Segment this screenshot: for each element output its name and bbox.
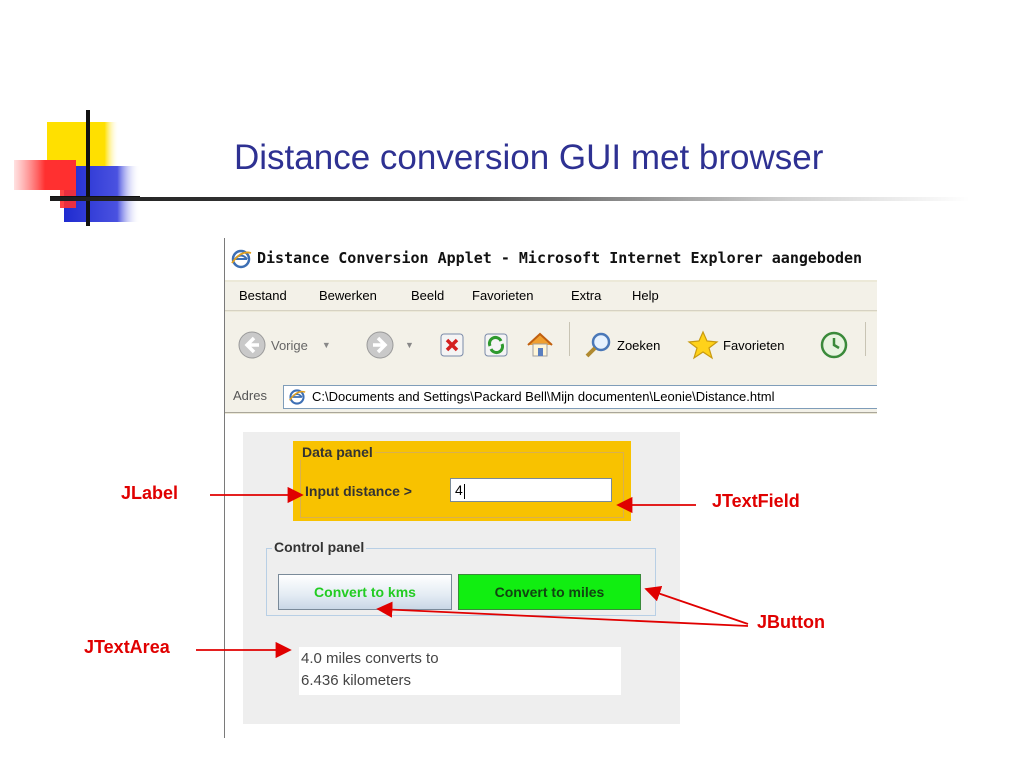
history-icon	[820, 331, 848, 359]
favorites-label: Favorieten	[723, 337, 785, 353]
favorites-button[interactable]: Favorieten	[687, 330, 784, 360]
browser-window: Distance Conversion Applet - Microsoft I…	[224, 238, 877, 738]
back-label: Vorige	[271, 337, 308, 353]
dropdown-arrow-icon[interactable]: ▼	[321, 340, 331, 350]
jtextfield-annotation: JTextField	[712, 491, 800, 511]
output-line: 6.436 kilometers	[301, 672, 412, 689]
data-panel: Data panel Input distance > 4	[293, 441, 631, 521]
text-caret	[463, 483, 465, 499]
convert-to-miles-button[interactable]: Convert to miles	[458, 574, 641, 610]
convert-to-kms-button[interactable]: Convert to kms	[278, 574, 452, 610]
refresh-button[interactable]	[483, 332, 509, 358]
refresh-icon	[484, 333, 508, 357]
distance-input[interactable]: 4	[450, 478, 612, 502]
jbutton-arrow-kms	[376, 601, 749, 627]
control-panel-title: Control panel	[272, 539, 367, 555]
window-titlebar: Distance Conversion Applet - Microsoft I…	[225, 238, 877, 280]
toolbar-separator	[865, 322, 866, 356]
stop-icon	[440, 333, 464, 357]
jtextarea-annotation: JTextArea	[84, 637, 170, 657]
output-text-area[interactable]: 4.0 miles converts to 6.436 kilometers	[299, 647, 621, 695]
jbutton-annotation: JButton	[757, 612, 825, 632]
forward-arrow-icon	[366, 331, 394, 359]
ie-icon	[231, 249, 252, 269]
page-content: Data panel Input distance > 4 Control pa…	[225, 414, 877, 738]
input-distance-label: Input distance >	[305, 483, 412, 499]
menu-help[interactable]: Help	[632, 288, 659, 303]
data-panel-title: Data panel	[300, 444, 375, 460]
window-title: Distance Conversion Applet - Microsoft I…	[257, 249, 863, 267]
star-icon	[687, 330, 719, 360]
address-input[interactable]: C:\Documents and Settings\Packard Bell\M…	[283, 385, 877, 409]
menu-beeld[interactable]: Beeld	[411, 288, 445, 303]
menu-bar: Bestand Bewerken Beeld Favorieten Extra …	[225, 282, 877, 311]
control-panel-border	[266, 548, 656, 616]
jbutton-arrow-miles	[644, 586, 749, 625]
menu-extra[interactable]: Extra	[571, 288, 602, 303]
home-icon	[527, 332, 553, 357]
menu-bestand[interactable]: Bestand	[239, 288, 287, 303]
history-button[interactable]	[819, 330, 849, 360]
browser-toolbar: Vorige ▼ ▼	[225, 312, 877, 383]
distance-input-value: 4	[455, 482, 463, 498]
address-label: Adres	[233, 388, 267, 403]
jlabel-annotation: JLabel	[121, 483, 179, 503]
stop-button[interactable]	[439, 332, 465, 358]
address-bar: Adres C:\Documents and Settings\Packard …	[225, 382, 877, 413]
search-button[interactable]: Zoeken	[583, 330, 660, 360]
back-arrow-icon	[238, 331, 266, 359]
search-label: Zoeken	[617, 337, 661, 353]
back-button[interactable]: Vorige ▼	[237, 330, 331, 360]
dropdown-arrow-icon[interactable]: ▼	[405, 340, 414, 350]
menu-favorieten[interactable]: Favorieten	[472, 288, 534, 303]
applet-area: Data panel Input distance > 4 Control pa…	[243, 432, 680, 724]
search-icon	[585, 332, 611, 358]
page-icon	[289, 389, 306, 405]
address-value: C:\Documents and Settings\Packard Bell\M…	[312, 389, 775, 404]
title-divider	[50, 197, 970, 201]
toolbar-separator	[569, 322, 570, 356]
menu-bewerken[interactable]: Bewerken	[319, 288, 377, 303]
slide-title: Distance conversion GUI met browser	[234, 138, 824, 177]
output-line: 4.0 miles converts to	[301, 650, 439, 667]
data-panel-border	[300, 452, 624, 518]
forward-button[interactable]: ▼	[365, 330, 414, 360]
home-button[interactable]	[525, 330, 555, 360]
control-panel: Control panel Convert to kms Convert to …	[266, 539, 656, 616]
